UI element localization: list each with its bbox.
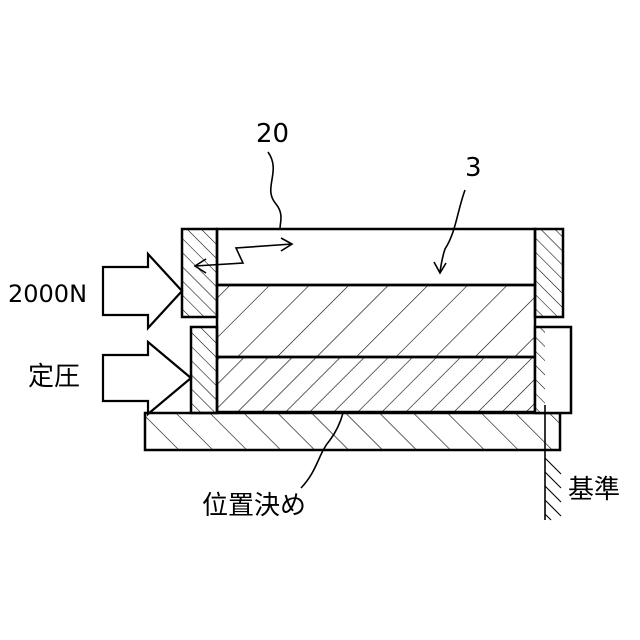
- right-lower-jaw: [535, 327, 571, 413]
- label-constant-pressure: 定圧: [28, 362, 80, 392]
- left-lower-jaw: [191, 327, 217, 413]
- force-arrow: [103, 254, 182, 328]
- label-reference: 基準: [568, 475, 620, 505]
- leader-3: [434, 190, 465, 273]
- label-force: 2000N: [8, 280, 87, 308]
- left-upper-jaw: [182, 229, 217, 317]
- leader-20: [268, 152, 281, 229]
- middle-layer: [217, 285, 535, 357]
- label-part-3: 3: [465, 153, 482, 183]
- top-part: [217, 229, 535, 285]
- pressure-arrow: [103, 342, 191, 414]
- lower-layer: [217, 357, 535, 412]
- base-plate: [145, 413, 560, 450]
- label-part-20: 20: [256, 119, 289, 149]
- label-positioning: 位置決め: [202, 491, 306, 521]
- right-upper-jaw: [535, 229, 563, 317]
